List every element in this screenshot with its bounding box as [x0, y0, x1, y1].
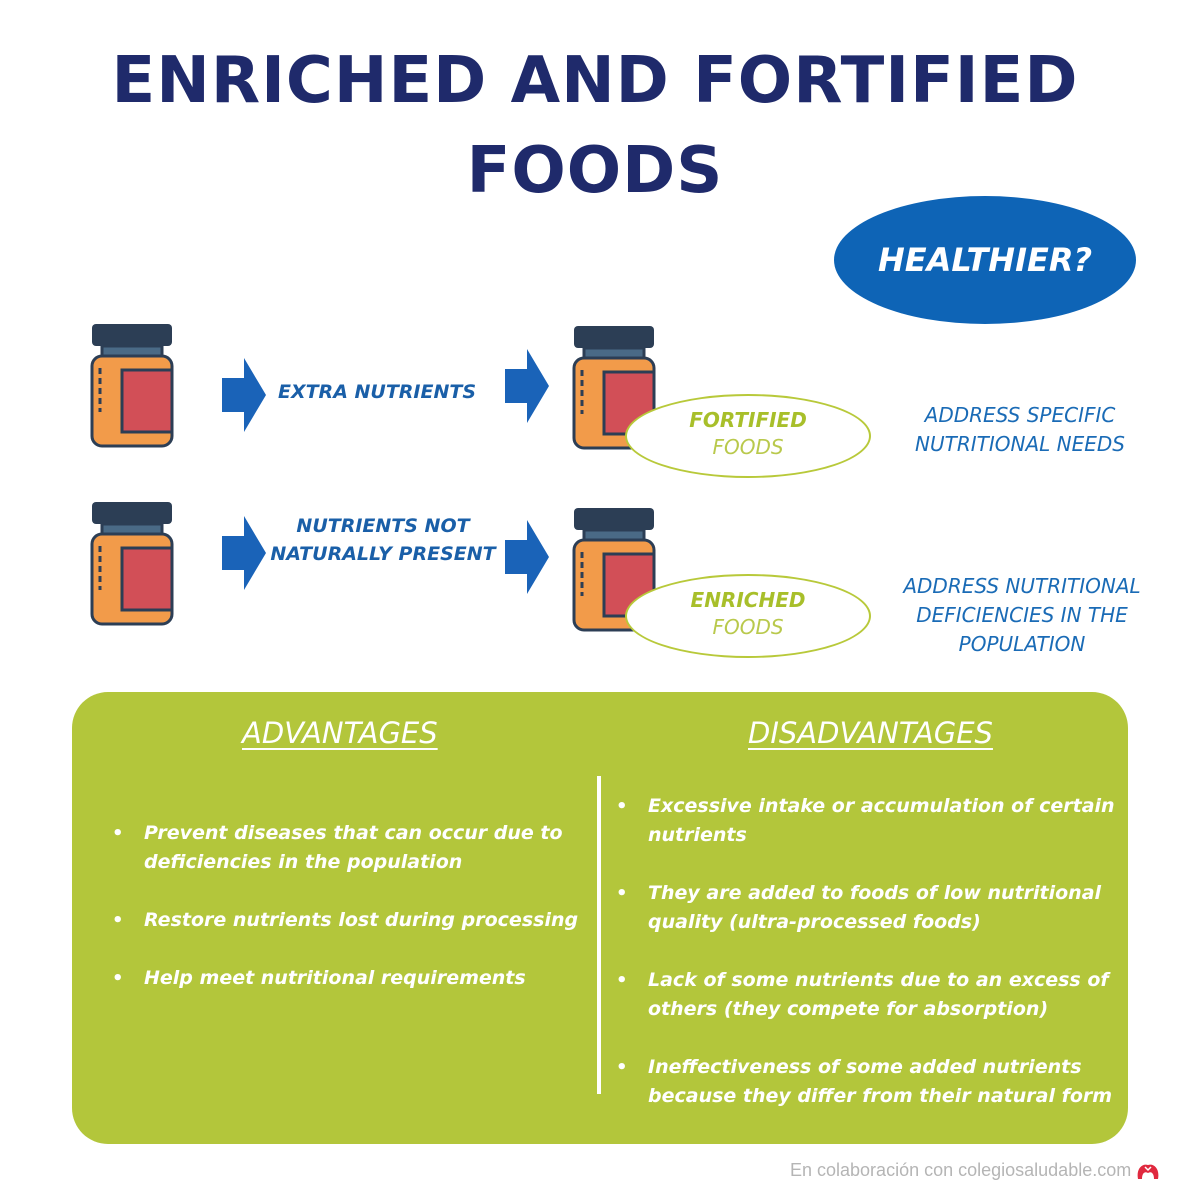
process-label-line: NUTRIENTS NOT — [296, 515, 470, 537]
healthier-badge-text: HEALTHIER? — [877, 241, 1093, 279]
arrow-right-icon — [222, 516, 266, 590]
fortified-foods-oval: FORTIFIED FOODS — [625, 394, 871, 478]
disadvantages-list: Excessive intake or accumulation of cert… — [616, 792, 1116, 1140]
disadvantage-item: Excessive intake or accumulation of cert… — [616, 792, 1116, 850]
jar-icon — [572, 508, 656, 632]
healthier-badge: HEALTHIER? — [834, 196, 1136, 324]
advantage-item: Restore nutrients lost during processing — [112, 906, 582, 935]
process-label-extra-nutrients: EXTRA NUTRIENTS — [277, 381, 477, 403]
apple-logo-icon — [1137, 1164, 1159, 1179]
fortified-foods-label: FOODS — [712, 435, 784, 459]
fortified-purpose-line: ADDRESS SPECIFIC — [924, 403, 1116, 427]
jar-icon — [90, 324, 174, 448]
disadvantage-item: They are added to foods of low nutrition… — [616, 879, 1116, 937]
advantages-heading: ADVANTAGES — [242, 716, 438, 750]
process-label-line: NATURALLY PRESENT — [270, 543, 496, 565]
arrow-right-icon — [222, 358, 266, 432]
advantages-list: Prevent diseases that can occur due to d… — [112, 819, 582, 1022]
enriched-purpose-line: ADDRESS NUTRITIONAL — [903, 574, 1141, 598]
enriched-purpose-line: DEFICIENCIES IN THE — [916, 603, 1128, 627]
arrow-right-icon — [505, 520, 549, 594]
enriched-purpose-line: POPULATION — [958, 632, 1086, 656]
disadvantage-item: Ineffectiveness of some added nutrients … — [616, 1053, 1116, 1111]
page-title-line-2: FOODS — [466, 134, 724, 208]
enriched-foods-oval: ENRICHED FOODS — [625, 574, 871, 658]
jar-icon — [90, 502, 174, 626]
enriched-purpose: ADDRESS NUTRITIONAL DEFICIENCIES IN THE … — [880, 572, 1164, 659]
page-title-line-1: ENRICHED AND FORTIFIED — [111, 44, 1079, 118]
footer-credit: En colaboración con colegiosaludable.com — [790, 1160, 1132, 1180]
enriched-foods-label: FOODS — [712, 615, 784, 639]
process-label-nutrients-not-present: NUTRIENTS NOT NATURALLY PRESENT — [258, 512, 508, 568]
fortified-purpose-line: NUTRITIONAL NEEDS — [915, 432, 1125, 456]
advantage-item: Prevent diseases that can occur due to d… — [112, 819, 582, 877]
disadvantages-heading: DISADVANTAGES — [748, 716, 993, 750]
advantage-item: Help meet nutritional requirements — [112, 964, 582, 993]
disadvantage-item: Lack of some nutrients due to an excess … — [616, 966, 1116, 1024]
arrow-right-icon — [505, 349, 549, 423]
column-divider — [597, 776, 601, 1094]
fortified-purpose: ADDRESS SPECIFIC NUTRITIONAL NEEDS — [880, 401, 1160, 459]
fortified-label: FORTIFIED — [689, 408, 807, 432]
enriched-label: ENRICHED — [690, 588, 806, 612]
